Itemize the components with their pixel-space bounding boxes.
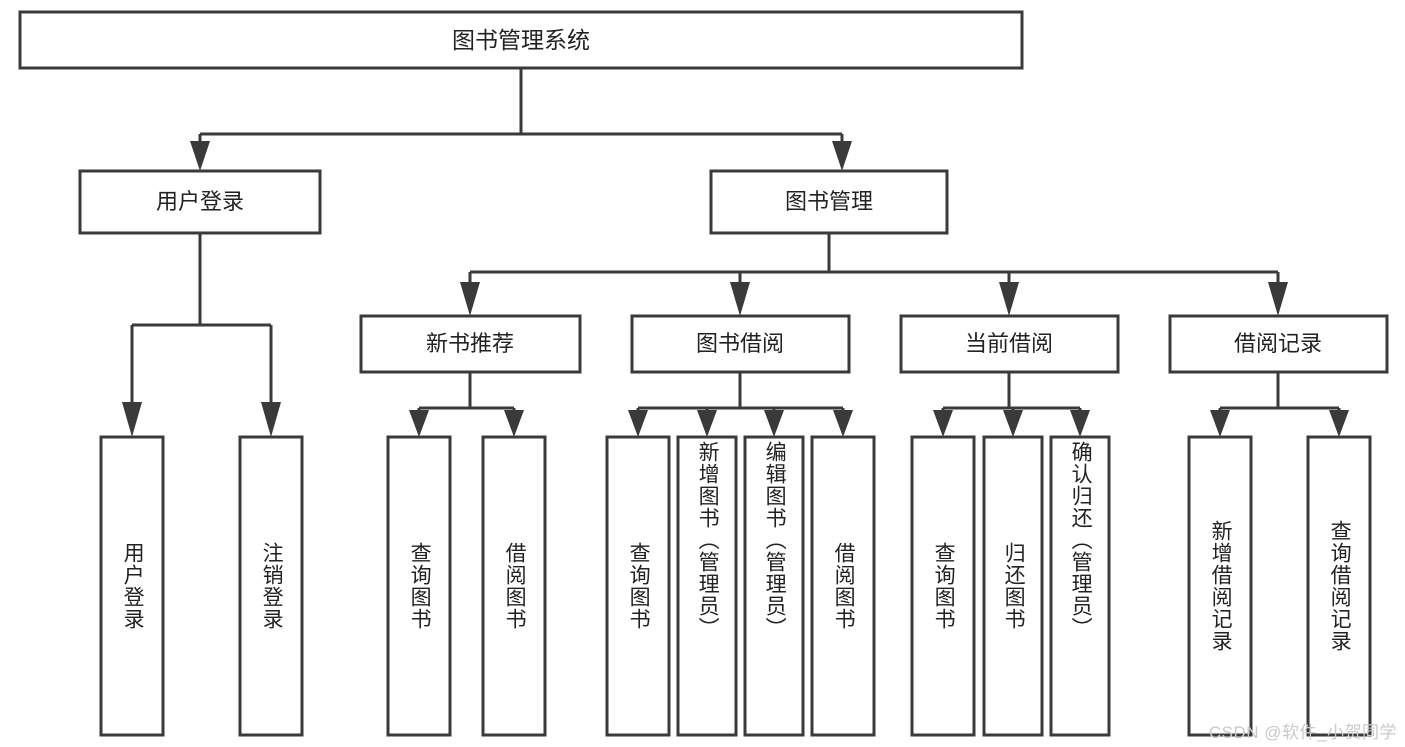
node-book-borrow-label: 图书借阅 [696,331,784,356]
leaf-box-query-book-2[interactable] [605,435,671,737]
arrow-head-icon [190,141,210,171]
arrow-head-icon [764,410,784,437]
leaf-box-borrow-book-1[interactable] [481,435,547,737]
node-book-manage-label: 图书管理 [785,189,873,214]
leaf-box-add-record[interactable] [1187,435,1253,737]
node-new-book-recommend[interactable]: 新书推荐 [359,314,582,374]
arrow-head-icon [933,410,953,437]
arrow-head-icon [1329,410,1349,437]
edge-userlogin-to-leaves [122,233,281,437]
leaf-box-return-book[interactable] [982,435,1044,737]
node-borrow-record-label: 借阅记录 [1234,331,1322,356]
arrow-head-icon [1210,410,1230,437]
leaf-box-query-book-3[interactable] [910,435,976,737]
node-book-manage[interactable]: 图书管理 [709,169,949,235]
node-user-login-label: 用户登录 [156,189,244,214]
edge-borrowrecord-to-leaves [1210,372,1349,437]
edge-root-to-level2 [190,68,852,171]
watermark: CSDN @软件_小贺同学 [1208,723,1397,742]
edge-bookborrow-to-leaves [628,372,853,437]
leaf-box-edit-book[interactable] [743,435,805,737]
node-book-borrow[interactable]: 图书借阅 [630,314,851,374]
arrow-head-icon [409,410,429,437]
arrow-head-icon [832,141,852,171]
arrow-head-icon [697,410,717,437]
node-root[interactable]: 图书管理系统 [18,10,1024,70]
node-root-label: 图书管理系统 [452,27,590,53]
arrow-head-icon [1268,282,1288,316]
node-borrow-record[interactable]: 借阅记录 [1168,314,1389,374]
arrow-head-icon [833,410,853,437]
arrow-head-icon [1070,410,1090,437]
arrow-head-icon [460,282,480,316]
node-user-login[interactable]: 用户登录 [78,169,322,235]
arrow-head-icon [261,402,281,437]
leaf-box-query-book-1[interactable] [386,435,452,737]
leaf-box-add-book[interactable] [676,435,738,737]
edge-newbook-to-leaves [409,372,524,437]
node-current-borrow[interactable]: 当前借阅 [899,314,1120,374]
arrow-head-icon [122,402,142,437]
edge-bookmanage-to-level3 [460,233,1288,316]
node-new-book-recommend-label: 新书推荐 [426,331,514,356]
leaf-boxes [99,435,1372,737]
leaf-box-logout[interactable] [238,435,304,737]
leaf-box-query-record[interactable] [1306,435,1372,737]
leaf-box-borrow-book-2[interactable] [810,435,876,737]
leaf-box-user-login[interactable] [99,435,165,737]
leaf-box-confirm-return[interactable] [1049,435,1111,737]
arrow-head-icon [504,410,524,437]
arrow-head-icon [999,282,1019,316]
edge-currentborrow-to-leaves [933,372,1090,437]
arrow-head-icon [628,410,648,437]
node-current-borrow-label: 当前借阅 [965,331,1053,356]
arrow-head-icon [730,282,750,316]
arrow-head-icon [1003,410,1023,437]
